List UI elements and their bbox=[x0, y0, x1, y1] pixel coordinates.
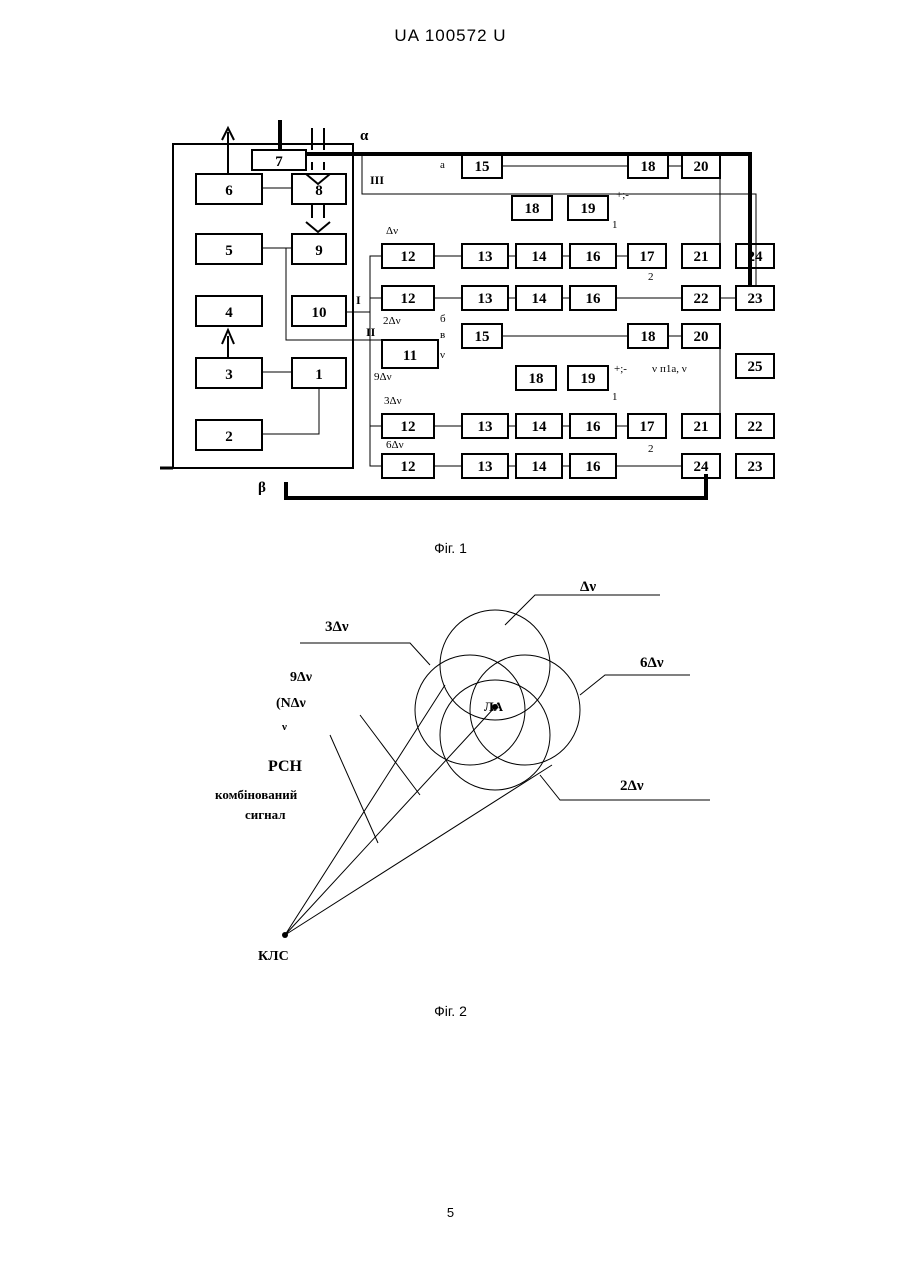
svg-text:14: 14 bbox=[532, 291, 548, 307]
svg-text:1: 1 bbox=[612, 391, 618, 403]
svg-text:КЛС: КЛС bbox=[258, 949, 289, 964]
svg-text:16: 16 bbox=[586, 419, 602, 435]
label-9: 9 bbox=[315, 243, 323, 259]
label-6: 6 bbox=[225, 183, 233, 199]
svg-text:12: 12 bbox=[401, 459, 416, 475]
svg-text:19: 19 bbox=[581, 371, 596, 387]
svg-text:23: 23 bbox=[748, 459, 763, 475]
svg-text:18: 18 bbox=[641, 159, 656, 175]
svg-text:ν: ν bbox=[652, 363, 657, 375]
svg-text:9Δν: 9Δν bbox=[290, 670, 313, 685]
svg-text:2Δν: 2Δν bbox=[383, 315, 401, 327]
svg-text:22: 22 bbox=[694, 291, 709, 307]
svg-text:РСН: РСН bbox=[268, 758, 303, 775]
svg-text:20: 20 bbox=[694, 159, 709, 175]
label-5: 5 bbox=[225, 243, 233, 259]
svg-text:ν: ν bbox=[440, 349, 445, 361]
svg-text:14: 14 bbox=[532, 459, 548, 475]
patent-header: UA 100572 U bbox=[0, 26, 901, 46]
svg-text:9Δν: 9Δν bbox=[374, 371, 392, 383]
svg-text:2: 2 bbox=[648, 443, 654, 455]
svg-text:I: I bbox=[356, 293, 361, 307]
label-2: 2 bbox=[225, 429, 233, 445]
svg-text:15: 15 bbox=[475, 159, 490, 175]
svg-text:18: 18 bbox=[525, 201, 540, 217]
svg-text:1: 1 bbox=[612, 219, 618, 231]
svg-text:3Δν: 3Δν bbox=[325, 619, 349, 635]
svg-text:24: 24 bbox=[694, 459, 710, 475]
svg-text:ЛА: ЛА bbox=[484, 699, 504, 714]
figure-1-caption: Фіг. 1 bbox=[0, 540, 901, 556]
svg-text:2: 2 bbox=[648, 271, 654, 283]
svg-text:22: 22 bbox=[748, 419, 763, 435]
svg-text:17: 17 bbox=[640, 419, 656, 435]
svg-text:23: 23 bbox=[748, 291, 763, 307]
figure-2-diagram: Δν 3Δν 6Δν 2Δν 9Δν (NΔν ν ЛА РСН комбіно… bbox=[0, 575, 901, 995]
svg-text:15: 15 bbox=[475, 329, 490, 345]
svg-text:19: 19 bbox=[581, 201, 596, 217]
svg-text:(NΔν: (NΔν bbox=[276, 696, 307, 711]
label-7: 7 bbox=[275, 154, 283, 170]
svg-text:п1а, ν: п1а, ν bbox=[660, 363, 687, 375]
label-11: 11 bbox=[403, 348, 417, 364]
svg-text:16: 16 bbox=[586, 459, 602, 475]
page-number: 5 bbox=[0, 1205, 901, 1220]
svg-text:б: б bbox=[440, 313, 446, 325]
svg-text:в: в bbox=[440, 329, 445, 341]
svg-text:21: 21 bbox=[694, 419, 709, 435]
svg-text:12: 12 bbox=[401, 291, 416, 307]
svg-text:13: 13 bbox=[478, 291, 493, 307]
svg-text:+;-: +;- bbox=[614, 363, 627, 375]
svg-text:комбінований: комбінований bbox=[215, 787, 298, 802]
svg-text:12: 12 bbox=[401, 419, 416, 435]
svg-text:13: 13 bbox=[478, 249, 493, 265]
svg-text:16: 16 bbox=[586, 249, 602, 265]
svg-text:2Δν: 2Δν bbox=[620, 778, 644, 794]
label-1: 1 bbox=[315, 367, 323, 383]
svg-text:3Δν: 3Δν bbox=[384, 395, 402, 407]
svg-text:25: 25 bbox=[748, 359, 763, 375]
label-4: 4 bbox=[225, 305, 233, 321]
figure-2-caption: Фіг. 2 bbox=[0, 1003, 901, 1019]
svg-text:18: 18 bbox=[529, 371, 544, 387]
svg-text:21: 21 bbox=[694, 249, 709, 265]
svg-text:Δν: Δν bbox=[580, 579, 596, 595]
label-10: 10 bbox=[312, 305, 327, 321]
svg-text:14: 14 bbox=[532, 419, 548, 435]
label-3: 3 bbox=[225, 367, 233, 383]
svg-text:13: 13 bbox=[478, 459, 493, 475]
svg-text:α: α bbox=[360, 128, 369, 144]
svg-text:II: II bbox=[366, 325, 376, 339]
svg-text:+;-: +;- bbox=[616, 189, 629, 201]
svg-text:24: 24 bbox=[748, 249, 764, 265]
svg-text:β: β bbox=[258, 480, 266, 496]
svg-text:14: 14 bbox=[532, 249, 548, 265]
svg-text:17: 17 bbox=[640, 249, 656, 265]
svg-text:12: 12 bbox=[401, 249, 416, 265]
svg-text:ν: ν bbox=[281, 721, 287, 733]
svg-text:III: III bbox=[370, 173, 384, 187]
svg-text:сигнал: сигнал bbox=[245, 807, 286, 822]
svg-text:6Δν: 6Δν bbox=[640, 655, 664, 671]
svg-text:16: 16 bbox=[586, 291, 602, 307]
svg-text:Δν: Δν bbox=[386, 225, 398, 237]
svg-text:18: 18 bbox=[641, 329, 656, 345]
label-8: 8 bbox=[315, 183, 323, 199]
svg-text:20: 20 bbox=[694, 329, 709, 345]
svg-text:13: 13 bbox=[478, 419, 493, 435]
svg-text:6Δν: 6Δν bbox=[386, 439, 404, 451]
svg-text:а: а bbox=[440, 159, 445, 171]
